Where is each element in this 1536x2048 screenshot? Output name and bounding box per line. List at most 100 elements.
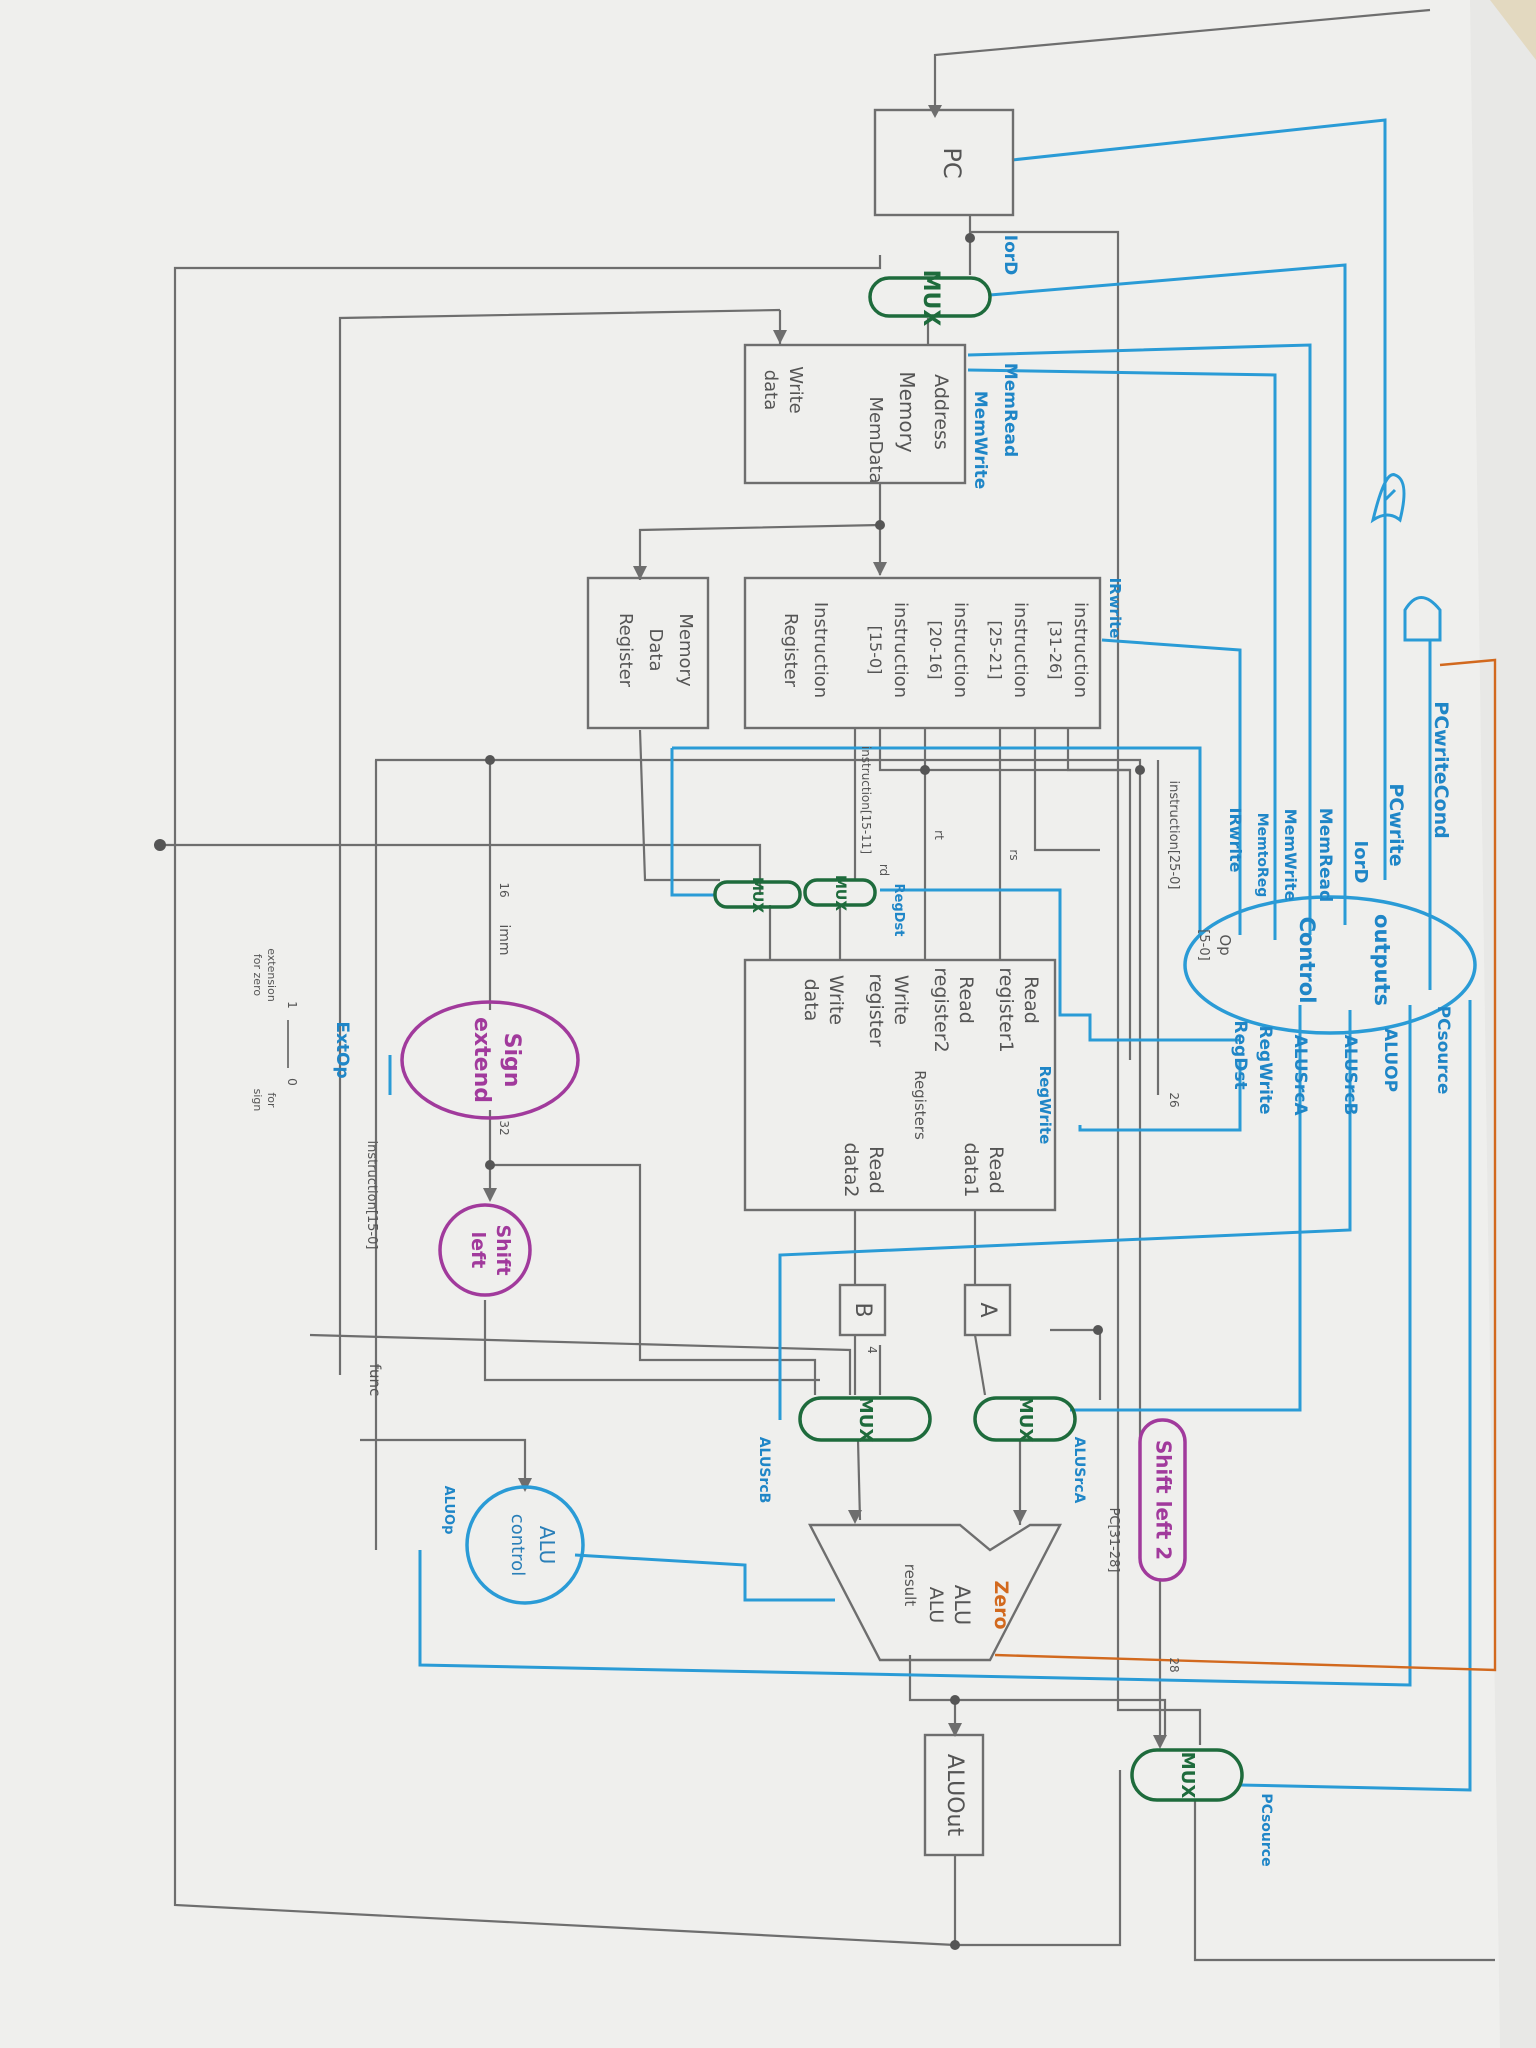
ext-note: sign xyxy=(251,1089,264,1112)
alu-shape xyxy=(808,1523,1062,1662)
ext-note: extension xyxy=(265,948,278,1002)
junction-dot xyxy=(485,1160,495,1170)
control-signal-labels: IorD MemRead MemWrite IRwrite PCwrite PC… xyxy=(332,235,1453,1867)
register-b: B xyxy=(838,1283,887,1337)
signal-memread: MemRead xyxy=(1000,363,1020,457)
signal-irwrite-ctrl: IRwrite xyxy=(1226,808,1245,873)
mux-label: MUX xyxy=(855,1396,876,1443)
shift-left-label: left xyxy=(467,1232,489,1269)
ir-field-bits: [15-0] xyxy=(866,626,885,675)
control-wire-aluop xyxy=(418,1005,1412,1687)
control-unit-block: Control outputs Op [5-0] xyxy=(1183,895,1477,1035)
alu-result-label: result xyxy=(901,1564,919,1607)
register-file-box xyxy=(743,958,1057,1212)
memory-title: Memory xyxy=(895,371,919,453)
signal-alu-control-op: ALUOp xyxy=(441,1486,456,1535)
alu-label: ALU xyxy=(950,1585,974,1625)
signal-iord: IorD xyxy=(1000,235,1020,276)
shift-left-2-shape xyxy=(1138,1418,1187,1582)
signal-alusrcb: ALUSrcB xyxy=(756,1437,772,1504)
arrow-head xyxy=(633,566,647,580)
signal-regwrite: RegWrite xyxy=(1036,1066,1054,1145)
signal-pcwrite: PCwrite xyxy=(1385,783,1407,866)
junction-dot xyxy=(154,839,166,851)
signal-extop: ExtOp xyxy=(332,1021,352,1078)
arrow-head xyxy=(773,330,787,344)
alu-zero-label: Zero xyxy=(990,1580,1012,1629)
signal-aluop-ctrl: ALUOP xyxy=(1380,1028,1400,1092)
pc-box xyxy=(873,108,1015,217)
signal-memwrite-ctrl: MemWrite xyxy=(1281,809,1300,902)
control-wire-iord xyxy=(989,263,1347,925)
rf-write-data: Write xyxy=(825,975,847,1025)
control-unit-shape xyxy=(1183,895,1477,1035)
rf-write-data: data xyxy=(800,979,822,1022)
rf-read-data1: Read xyxy=(985,1146,1007,1194)
mdr-label: Memory xyxy=(675,613,696,687)
control-unit-label: outputs xyxy=(1370,914,1394,1006)
control-wire-alusrca xyxy=(1070,1005,1302,1412)
signal-iord-ctrl: IorD xyxy=(1350,841,1371,884)
register-a: A xyxy=(963,1283,1012,1337)
wire xyxy=(338,308,781,1375)
memory-data-label: data xyxy=(760,370,781,411)
ir-field-bits: [20-16] xyxy=(926,621,945,680)
register-file-block: Read register1 Read register2 Write regi… xyxy=(743,958,1057,1212)
wire xyxy=(160,843,762,895)
and-gate xyxy=(1403,596,1442,642)
arrow-head xyxy=(1013,1510,1027,1524)
wire xyxy=(309,1333,852,1395)
mux-shape xyxy=(798,1396,932,1442)
memory-data-register-block: Memory Data Register xyxy=(586,576,710,730)
control-wire-memtoreg-drop xyxy=(670,748,715,897)
mux-label: MUX xyxy=(918,270,943,327)
sign-extend-shape xyxy=(400,1000,580,1120)
memory-memdata-label: MemData xyxy=(865,396,886,483)
mdr-label: Register xyxy=(615,613,636,688)
ir-name-1: Instruction xyxy=(810,602,831,698)
wire xyxy=(375,758,1142,1445)
control-op-label: Op xyxy=(1216,934,1234,955)
mux-memtoreg: MUX xyxy=(713,877,802,913)
aluout-box xyxy=(923,1733,985,1857)
wire-label-28: 28 xyxy=(1167,1657,1181,1672)
wire xyxy=(955,1698,1167,1735)
datapath-wires xyxy=(160,8,1495,1962)
signal-pcsource-ctrl: PCsource xyxy=(1433,1006,1453,1095)
shift-left-label: Shift xyxy=(492,1224,514,1275)
mux-label: MUX xyxy=(749,877,765,913)
mux-label: MUX xyxy=(1177,1752,1198,1799)
rf-write-reg: register xyxy=(865,973,887,1046)
register-a-label: A xyxy=(975,1302,1000,1317)
control-wire-memtoreg xyxy=(672,746,1202,935)
shift-left-block: Shift left xyxy=(438,1203,532,1297)
mux-regdst: MUX xyxy=(803,875,877,911)
ir-field-bits: [25-21] xyxy=(986,621,1005,680)
instruction-register-block: instruction [31-26] instruction [25-21] … xyxy=(743,576,1102,730)
wire xyxy=(1193,1800,1495,1962)
wire-label-rd: rd xyxy=(877,864,891,876)
rf-read-reg2: register2 xyxy=(930,967,952,1052)
shift-left-shape xyxy=(438,1203,532,1297)
rf-read-reg1: register1 xyxy=(995,967,1017,1052)
signal-alusrca: ALUSrcA xyxy=(1071,1437,1087,1504)
register-a-box xyxy=(963,1283,1012,1337)
rf-write-reg: Write xyxy=(890,975,912,1025)
rf-read-data2: data2 xyxy=(840,1143,862,1198)
arrow-head xyxy=(1153,1735,1167,1749)
shift-left-2-block: Shift left 2 xyxy=(1138,1418,1187,1582)
wire-label-instr15-0: instruction[15-0] xyxy=(364,1140,379,1249)
rf-read-reg2: Read xyxy=(955,976,977,1024)
arrow-head xyxy=(483,1188,497,1202)
sign-extend-label: extend xyxy=(469,1017,494,1103)
ext-note-zero: 0 xyxy=(285,1078,299,1086)
alu-block: ALU ALU result Zero xyxy=(808,1523,1062,1662)
mux-shape xyxy=(973,1396,1077,1442)
wire xyxy=(878,728,1130,772)
ir-field-label: instruction xyxy=(890,602,911,698)
control-wire-memwrite xyxy=(967,368,1277,940)
junction-dot xyxy=(485,755,495,765)
pc-block: PC xyxy=(873,108,1015,217)
ext-note-one: 1 xyxy=(285,1001,299,1009)
sign-extend-block: Sign extend xyxy=(400,1000,580,1120)
